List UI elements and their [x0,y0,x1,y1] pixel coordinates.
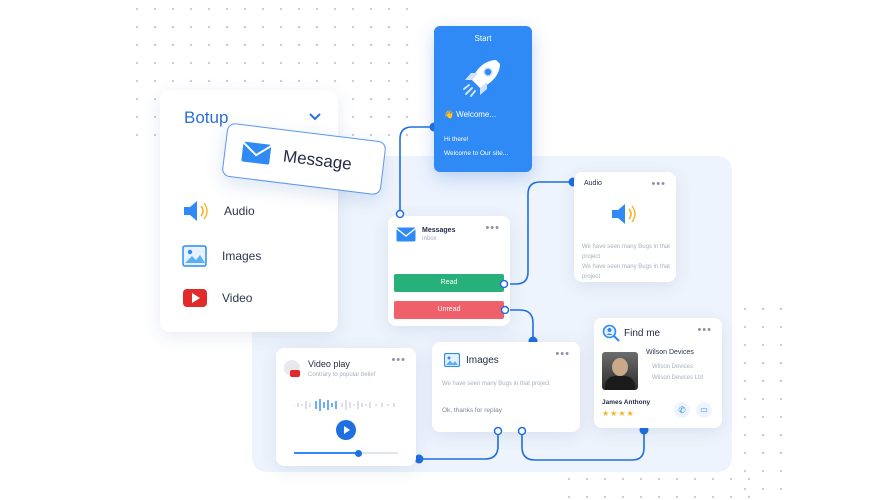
youtube-icon [183,289,207,307]
findme-text2: Wilson Devices Ltd [652,375,704,381]
start-welcome: 👋 Welcome... [444,110,497,119]
image-icon [444,353,460,367]
port-video-in [414,454,424,464]
images-reply: Ok, thanks for replay [442,407,502,414]
play-button[interactable] [336,420,356,440]
findme-node[interactable]: Find me ••• Wilson Devices Wilson Device… [594,318,722,428]
start-title: Start [474,34,492,43]
audio-title: Audio [584,180,602,187]
video-play-node[interactable]: Video play Contrary to popular belief ••… [276,348,416,466]
rocket-icon [463,60,500,97]
progress-fill [294,452,358,454]
findme-company: Wilson Devices [646,349,694,356]
botup-item-label: Video [222,291,253,305]
play-icon [344,426,350,434]
read-button[interactable]: Read [394,274,504,292]
botup-item-video[interactable]: Video [182,288,252,308]
envelope-icon [396,227,416,242]
speaker-icon [612,204,636,224]
wire-read-to-audio [504,181,573,285]
wire-unread-to-images [505,309,534,341]
botup-title[interactable]: Botup [184,108,229,127]
rating-stars: ★★★★ [602,409,635,418]
findme-text1: Wilson Devices [652,364,694,370]
video-subtitle: Contrary to popular belief [308,372,376,378]
audio-text2: We have seen many Bugs in that project [582,264,670,280]
images-text: We have seen many Bugs in that project [442,381,550,387]
progress-handle[interactable] [355,449,362,457]
dot-grid-right [736,300,796,500]
start-line2: Welcome to Our site... [444,150,509,157]
audio-text1: We have seen many Bugs in that project [582,244,670,260]
chevron-down-icon[interactable] [308,110,322,124]
botup-item-label: Images [222,249,262,263]
unread-button[interactable]: Unread [394,301,504,319]
wire-start-to-messages [399,126,434,214]
more-icon[interactable]: ••• [651,178,666,190]
more-icon[interactable]: ••• [391,354,406,366]
waveform [293,399,395,411]
image-icon [182,245,207,267]
start-node[interactable]: Start 👋 Welcome... Hi there! Welcome to … [434,26,532,172]
findme-person: James Anthony [602,399,651,406]
findme-title: Find me [624,328,661,339]
more-icon[interactable]: ••• [485,222,500,234]
botup-item-audio[interactable]: Audio [182,198,255,224]
more-icon[interactable]: ••• [555,348,570,360]
botup-item-label: Audio [224,204,255,218]
messages-title: Messages [422,227,456,234]
start-line1: Hi there! [444,136,469,143]
messages-subtitle: Inbox [422,236,437,242]
envelope-icon [241,141,272,165]
video-title: Video play [308,359,350,369]
avatar [602,352,638,390]
message-drag-card[interactable]: Message [221,122,387,196]
search-user-icon [602,324,620,342]
dot-grid-bottom [560,470,760,500]
phone-icon[interactable]: ✆ [674,402,690,418]
more-icon[interactable]: ••• [697,324,712,336]
progress-track[interactable] [294,449,398,457]
images-title: Images [466,355,499,366]
wire-images-to-findme [521,430,645,461]
audio-node[interactable]: Audio ••• We have seen many Bugs in that… [574,172,676,282]
youtube-icon [290,370,300,377]
messages-node[interactable]: Messages Inbox ••• Read Unread [388,216,510,326]
wire-images-to-video [419,431,499,460]
speaker-icon [184,201,208,221]
images-node[interactable]: Images ••• We have seen many Bugs in tha… [432,342,580,432]
botup-item-images[interactable]: Images [182,244,261,268]
message-label: Message [282,146,353,174]
chat-icon[interactable]: ▭ [696,402,712,418]
